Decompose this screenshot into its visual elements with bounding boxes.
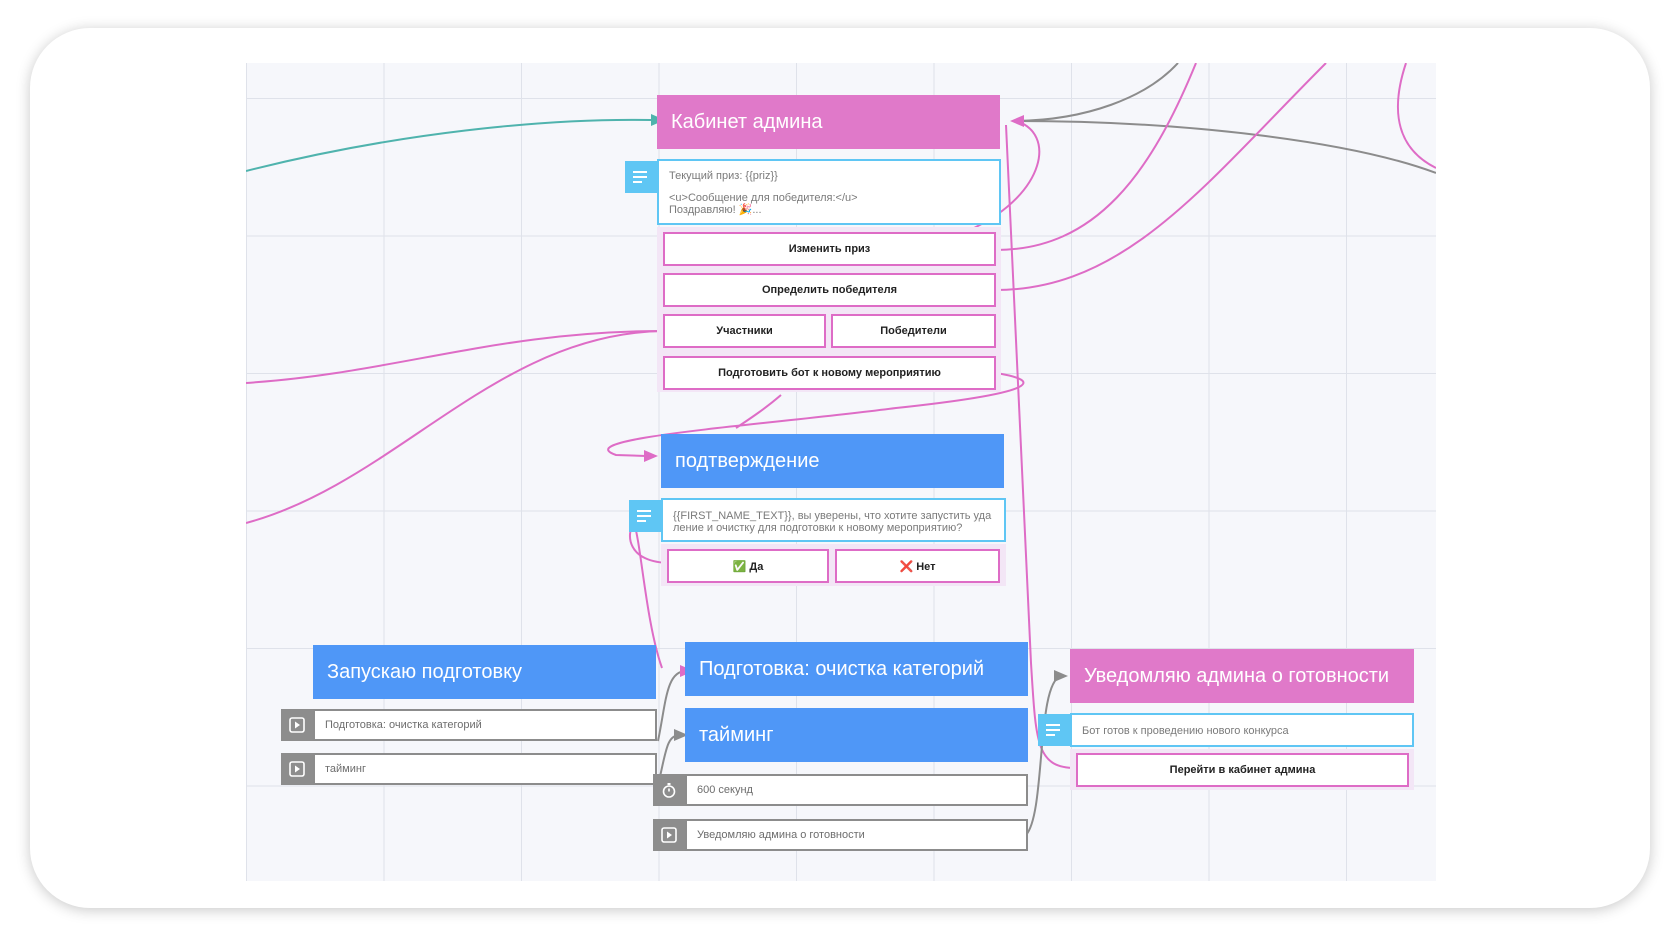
go-to-admin-button[interactable]: Перейти в кабинет админа	[1076, 753, 1409, 787]
change-prize-button[interactable]: Изменить приз	[663, 232, 996, 266]
no-label: ❌ Нет	[899, 560, 936, 573]
start-prep-title: Запускаю подготовку	[327, 660, 523, 683]
notify-message[interactable]: Бот готов к проведению нового конкурса	[1070, 713, 1414, 747]
pick-winner-label: Определить победителя	[761, 284, 898, 296]
lines-icon	[633, 171, 647, 183]
participants-label: Участники	[716, 325, 773, 337]
timing-action-label: Уведомляю админа о готовности	[697, 829, 865, 841]
start-prep-action1-icon-box	[281, 709, 313, 741]
link-teal-incoming	[246, 118, 652, 172]
notify-message-text: Бот готов к проведению нового конкурса	[1082, 725, 1289, 737]
go-to-admin-label: Перейти в кабинет админа	[1169, 764, 1316, 776]
start-prep-action2[interactable]: тайминг	[313, 753, 657, 785]
notify-message-icon-box	[1038, 714, 1070, 746]
arrow-confirm	[644, 450, 658, 462]
no-button[interactable]: ❌ Нет	[835, 549, 1000, 583]
timing-title: тайминг	[699, 723, 774, 746]
link-gray-right	[1015, 120, 1436, 174]
pick-winner-button[interactable]: Определить победителя	[663, 273, 996, 307]
winners-button[interactable]: Победители	[831, 314, 996, 348]
link-action-clean	[657, 670, 687, 742]
flow-canvas[interactable]: Кабинет админа Текущий приз: {{priz}} <u…	[246, 63, 1436, 881]
link-prepare-confirm	[607, 372, 1025, 457]
play-square-icon	[661, 827, 677, 843]
timing-action[interactable]: Уведомляю админа о готовности	[685, 819, 1028, 851]
link-pick-winner	[995, 63, 1327, 291]
prep-clean-title: Подготовка: очистка категорий	[699, 657, 985, 680]
play-square-icon	[289, 761, 305, 777]
confirmation-title: подтверждение	[675, 449, 820, 472]
link-participants-2	[246, 330, 665, 524]
admin-cabinet-title: Кабинет админа	[671, 110, 823, 133]
play-square-icon	[289, 717, 305, 733]
arrow-notify	[1054, 670, 1068, 682]
timing-delay[interactable]: 600 секунд	[685, 774, 1028, 806]
admin-message-line3: Поздравляю! 🎉...	[669, 204, 762, 216]
start-prep-action1[interactable]: Подготовка: очистка категорий	[313, 709, 657, 741]
start-prep-action1-label: Подготовка: очистка категорий	[325, 719, 482, 731]
notify-admin-header[interactable]: Уведомляю админа о готовности	[1070, 649, 1414, 703]
prepare-bot-button[interactable]: Подготовить бот к новому мероприятию	[663, 356, 996, 390]
timing-delay-icon-box	[653, 774, 685, 806]
start-prep-header[interactable]: Запускаю подготовку	[313, 645, 656, 699]
timing-delay-label: 600 секунд	[697, 784, 753, 796]
confirmation-message-icon-box	[629, 500, 661, 532]
confirmation-header[interactable]: подтверждение	[661, 434, 1004, 488]
confirmation-message-text: {{FIRST_NAME_TEXT}}, вы уверены, что хот…	[673, 510, 992, 534]
link-gray-top	[1015, 63, 1179, 122]
participants-button[interactable]: Участники	[663, 314, 826, 348]
admin-cabinet-header[interactable]: Кабинет админа	[657, 95, 1000, 149]
change-prize-label: Изменить приз	[788, 243, 871, 255]
arrow-pink-admin	[1010, 115, 1024, 127]
timing-header[interactable]: тайминг	[685, 708, 1028, 762]
winners-label: Победители	[880, 325, 947, 337]
confirmation-message[interactable]: {{FIRST_NAME_TEXT}}, вы уверены, что хот…	[661, 498, 1006, 542]
admin-message-icon-box	[625, 161, 657, 193]
link-pink-farright	[1397, 63, 1436, 169]
link-action-notify	[1025, 675, 1062, 836]
admin-message-line2: <u>Сообщение для победителя:</u>	[669, 192, 858, 204]
timing-action-icon-box	[653, 819, 685, 851]
yes-label: ✅ Да	[732, 560, 764, 573]
lines-icon	[637, 510, 651, 522]
stopwatch-icon	[662, 783, 676, 798]
admin-message[interactable]: Текущий приз: {{priz}} <u>Сообщение для …	[657, 159, 1001, 225]
start-prep-action2-icon-box	[281, 753, 313, 785]
arrow-timing	[674, 729, 688, 741]
link-change-prize	[995, 63, 1197, 251]
yes-button[interactable]: ✅ Да	[667, 549, 829, 583]
link-prepare-confirm-2	[735, 394, 782, 429]
link-participants-1	[246, 330, 665, 384]
prepare-bot-label: Подготовить бот к новому мероприятию	[718, 367, 941, 379]
prep-clean-header[interactable]: Подготовка: очистка категорий	[685, 642, 1028, 696]
lines-icon	[1046, 724, 1060, 736]
start-prep-action2-label: тайминг	[325, 763, 366, 775]
admin-message-line1: Текущий приз: {{priz}}	[669, 170, 778, 182]
notify-admin-title: Уведомляю админа о готовности	[1084, 664, 1390, 687]
